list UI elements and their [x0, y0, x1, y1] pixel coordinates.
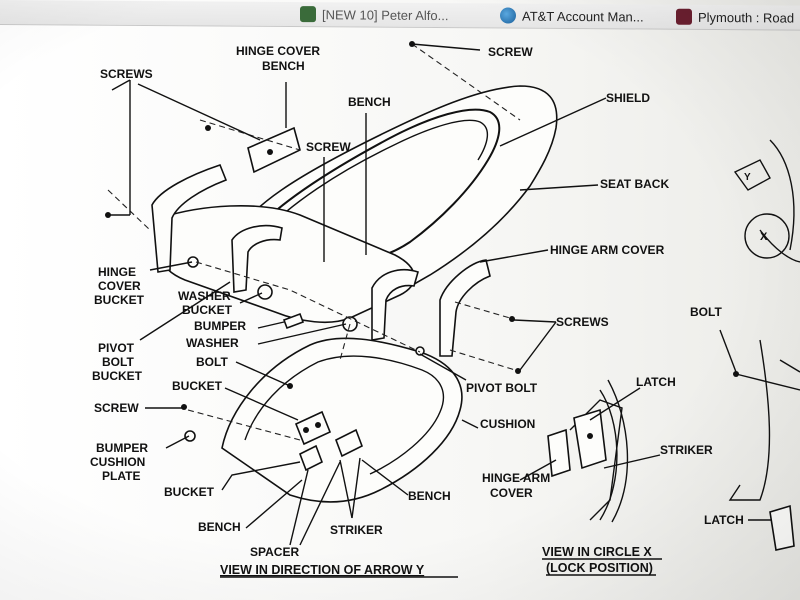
bumper-cushion-plate-shape	[184, 430, 196, 442]
caption-lock-position: (LOCK POSITION)	[546, 561, 653, 575]
label-screw-mid: SCREW	[306, 140, 351, 154]
label-striker-right: STRIKER	[660, 443, 713, 457]
bookmark-label: AT&T Account Man...	[522, 8, 644, 24]
bucket-bracket-shape	[294, 410, 332, 446]
shield-inner-line	[259, 119, 488, 237]
washer-bucket-shape	[187, 256, 199, 268]
label-bench-top: BENCH	[348, 95, 391, 109]
screw-part	[509, 316, 515, 322]
alignment-line	[107, 189, 151, 231]
spacer-shape	[298, 444, 324, 472]
label-circle-x: X	[760, 231, 768, 243]
label-seat-back: SEAT BACK	[600, 177, 669, 191]
circle-x-marker	[744, 213, 790, 259]
briefcase-icon	[676, 8, 692, 25]
alignment-line	[449, 349, 516, 371]
att-globe-icon	[500, 7, 516, 24]
caption-view-circle-x: VIEW IN CIRCLE X	[542, 545, 652, 559]
cushion-inner-line	[244, 355, 445, 475]
leader-lines	[110, 43, 607, 546]
label-latch: LATCH	[636, 375, 676, 389]
label-hinge-cover-bucket: HINGE COVER BUCKET	[94, 265, 145, 307]
label-bucket-mid: BUCKET	[172, 379, 223, 393]
label-hinge-cover-bench: HINGE COVER BENCH	[236, 44, 323, 73]
alignment-line	[195, 261, 421, 353]
left-hinge-arm-shape	[231, 224, 283, 293]
bumper-shape	[282, 312, 305, 330]
label-bolt: BOLT	[196, 355, 228, 369]
label-bolt-right: BOLT	[690, 305, 722, 319]
label-bumper-cushion-plate: BUMPER CUSHION PLATE	[90, 441, 151, 483]
label-bench-bottom-right: BENCH	[408, 489, 451, 503]
label-bucket-bottom: BUCKET	[164, 485, 215, 499]
right-hinge-arm-shape	[371, 268, 419, 341]
cushion-shape	[221, 337, 463, 503]
screw-part	[105, 212, 111, 218]
label-screws-right: SCREWS	[556, 315, 609, 329]
seat-exploded-diagram: SCREWS HINGE COVER BENCH SCREW BENCH SHI…	[90, 41, 800, 578]
bracket-hole	[303, 427, 309, 433]
bookmark-peter[interactable]: [NEW 10] Peter Alfo...	[300, 4, 448, 25]
label-latch-bottom: LATCH	[704, 513, 744, 527]
label-striker: STRIKER	[330, 523, 383, 537]
label-pivot-bolt-bucket: PIVOT BOLT BUCKET	[92, 341, 143, 383]
hinge-arm-cover-detail	[547, 428, 571, 478]
latch-pin	[587, 433, 593, 439]
label-screw-left: SCREW	[94, 401, 139, 415]
alignment-line	[411, 43, 521, 121]
label-arrow-y: Y	[744, 172, 751, 183]
lock-detail-view	[519, 379, 661, 523]
bench-top-shape	[155, 205, 416, 324]
hinge-arm-cover-shape	[439, 259, 491, 357]
washer-shape	[257, 284, 273, 300]
caption-view-arrow-y: VIEW IN DIRECTION OF ARROW Y	[220, 563, 425, 577]
alignment-line	[454, 301, 511, 319]
label-shield: SHIELD	[606, 91, 650, 105]
screw-part	[181, 404, 187, 410]
label-bench-bottom-left: BENCH	[198, 520, 241, 534]
bookmark-icon	[300, 6, 316, 23]
alignment-line	[339, 323, 351, 361]
bracket-hole	[315, 422, 321, 428]
label-screws-top: SCREWS	[100, 67, 153, 81]
shield-shape	[247, 108, 501, 261]
bench-bracket-shape	[334, 428, 364, 458]
label-bumper: BUMPER	[194, 319, 246, 333]
label-hinge-arm-cover: HINGE ARM COVER	[550, 243, 665, 257]
latch-right-shape	[769, 504, 795, 551]
screw-part	[205, 125, 211, 131]
label-screw-top: SCREW	[488, 45, 533, 59]
label-pivot-bolt: PIVOT BOLT	[466, 381, 538, 395]
hinge-cover-bucket-shape	[151, 164, 228, 273]
bookmark-label: Plymouth : Road	[698, 9, 795, 26]
label-washer-bucket: WASHER BUCKET	[178, 289, 234, 317]
label-washer: WASHER	[186, 336, 239, 350]
pivot-bolt-shape	[415, 346, 425, 356]
hinge-cover-bench-shape	[247, 126, 301, 174]
label-cushion: CUSHION	[480, 417, 535, 431]
bookmark-label: [NEW 10] Peter Alfo...	[322, 6, 449, 23]
label-hinge-arm-cover-small: HINGE ARM COVER	[482, 471, 554, 500]
hinge-cover-screw-hole	[267, 149, 273, 155]
right-partial-view	[719, 139, 800, 551]
label-spacer: SPACER	[250, 545, 299, 559]
